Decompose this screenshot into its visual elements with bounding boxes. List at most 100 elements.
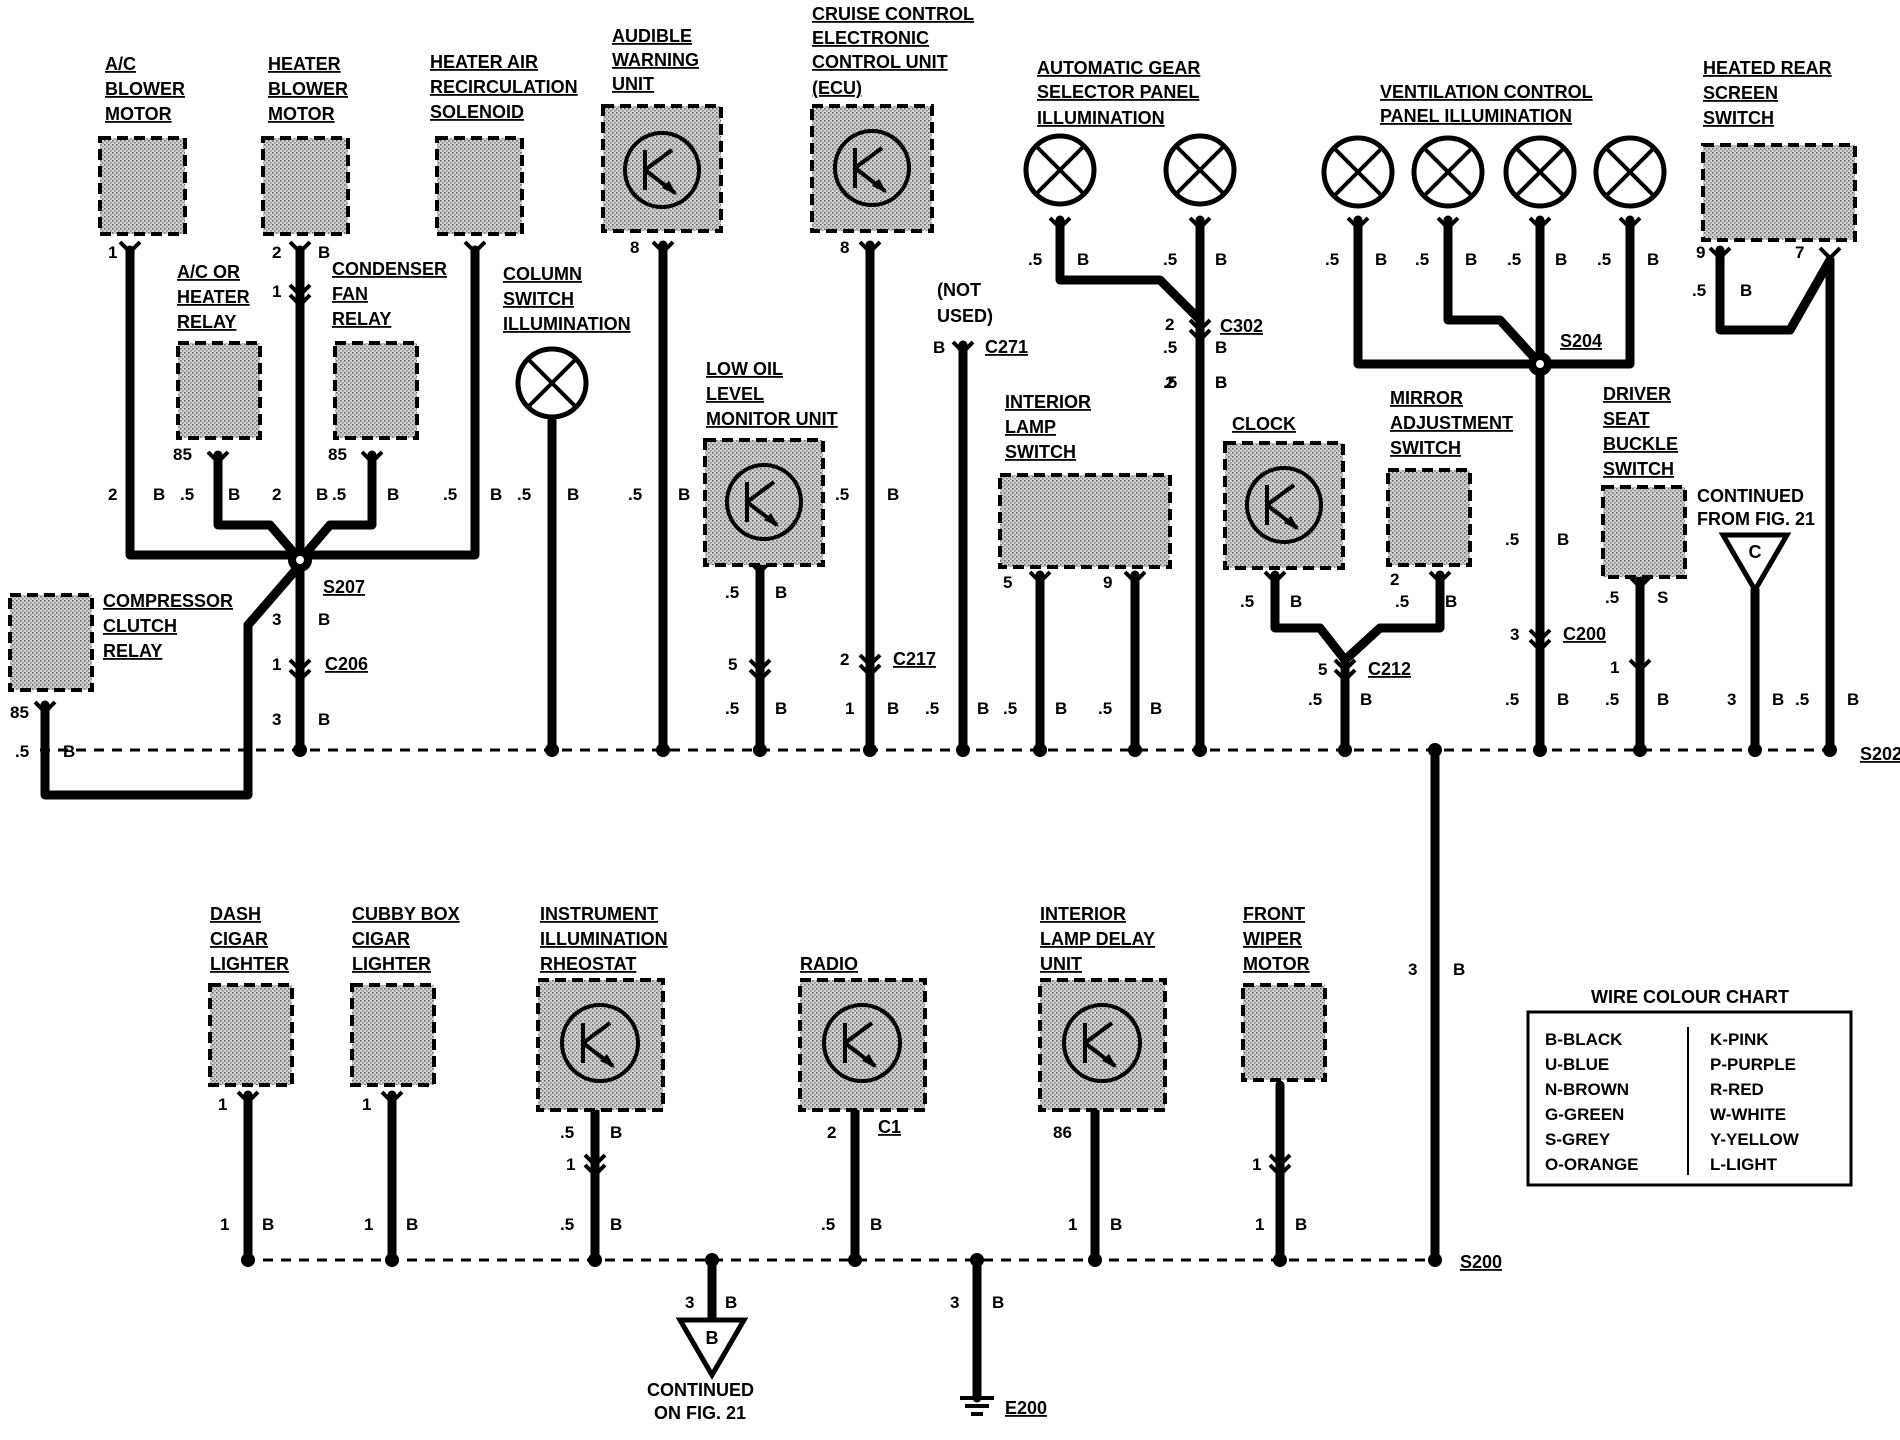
svg-text:.5: .5: [1415, 250, 1429, 269]
radio-box: [798, 978, 927, 1112]
svg-text:.5: .5: [1308, 690, 1322, 709]
svg-text:.5: .5: [15, 742, 29, 761]
svg-text:.5: .5: [1028, 250, 1042, 269]
svg-text:B: B: [1215, 373, 1227, 392]
label-radio: RADIO: [800, 954, 858, 974]
connector-s207: S207: [323, 577, 365, 597]
svg-text:B: B: [610, 1123, 622, 1142]
lamp-icon: [1321, 135, 1395, 209]
continuation-letter-c: C: [1749, 542, 1762, 562]
connector-c200: C200: [1563, 624, 1606, 644]
svg-text:B: B: [490, 485, 502, 504]
radio-transistor-icon: [822, 1003, 902, 1083]
svg-text:B: B: [228, 485, 240, 504]
svg-text:B: B: [1215, 338, 1227, 357]
svg-text:2: 2: [840, 650, 849, 669]
svg-text:85: 85: [10, 703, 29, 722]
svg-text:B: B: [1110, 1215, 1122, 1234]
svg-text:3: 3: [1510, 625, 1519, 644]
svg-text:B: B: [567, 485, 579, 504]
svg-text:.5: .5: [1163, 338, 1177, 357]
svg-text:9: 9: [1103, 573, 1112, 592]
clock-box: [1223, 441, 1345, 570]
svg-text:3: 3: [685, 1293, 694, 1312]
svg-text:B: B: [153, 485, 165, 504]
connector-c206: C206: [325, 654, 368, 674]
audible-transistor-icon: [623, 131, 701, 209]
svg-text:.5: .5: [1597, 250, 1611, 269]
connector-s204: S204: [1560, 331, 1602, 351]
svg-text:5: 5: [1003, 573, 1012, 592]
svg-text:1: 1: [1610, 658, 1619, 677]
svg-text:B: B: [1290, 592, 1302, 611]
legend-entry: U-BLUE: [1545, 1055, 1609, 1074]
connector-c212: C212: [1368, 659, 1411, 679]
svg-text:2: 2: [1390, 570, 1399, 589]
svg-text:B: B: [725, 1293, 737, 1312]
svg-text:B: B: [1465, 250, 1477, 269]
recirc-solenoid-box: [435, 136, 524, 236]
continuation-triangle-c: [1718, 532, 1792, 595]
svg-text:B: B: [1215, 250, 1227, 269]
svg-text:B: B: [1055, 699, 1067, 718]
svg-text:2: 2: [272, 243, 281, 262]
svg-text:.5: .5: [1163, 250, 1177, 269]
svg-text:B: B: [992, 1293, 1004, 1312]
svg-text:.5: .5: [925, 699, 939, 718]
lamp-icon: [1503, 135, 1577, 209]
low-oil-monitor-box: [703, 438, 825, 567]
continuation-letter-b: B: [706, 1328, 719, 1348]
legend-entry: R-RED: [1710, 1080, 1764, 1099]
interior-lamp-switch-box: [998, 473, 1172, 569]
svg-text:B: B: [63, 742, 75, 761]
legend-entry: L-LIGHT: [1710, 1155, 1778, 1174]
svg-text:.5: .5: [1507, 250, 1521, 269]
lamp-icon: [515, 346, 589, 420]
connector-c1: C1: [878, 1117, 901, 1137]
svg-text:3: 3: [950, 1293, 959, 1312]
svg-text:1: 1: [272, 655, 281, 674]
svg-text:9: 9: [1696, 243, 1705, 262]
svg-text:.5: .5: [1003, 699, 1017, 718]
svg-text:1: 1: [220, 1215, 229, 1234]
cruise-ecu-box: [810, 104, 934, 233]
svg-text:B: B: [775, 583, 787, 602]
svg-text:3: 3: [272, 710, 281, 729]
svg-text:B: B: [933, 338, 945, 357]
dash-cigar-lighter-box: [208, 983, 294, 1087]
svg-text:.5: .5: [332, 485, 346, 504]
wire-labels: 1 2 B 1 8 8 .5 B .5 B .5 B .5 B .5 B .5 …: [10, 238, 1859, 1312]
svg-text:B: B: [1847, 690, 1859, 709]
svg-text:B: B: [887, 485, 899, 504]
svg-text:.5: .5: [1505, 530, 1519, 549]
svg-text:.5: .5: [628, 485, 642, 504]
svg-text:1: 1: [364, 1215, 373, 1234]
connector-s200: S200: [1460, 1252, 1502, 1272]
legend-entry: Y-YELLOW: [1710, 1130, 1800, 1149]
legend-entry: S-GREY: [1545, 1130, 1611, 1149]
svg-text:8: 8: [630, 238, 639, 257]
svg-text:.5: .5: [560, 1215, 574, 1234]
svg-text:B: B: [1555, 250, 1567, 269]
lamp-icon: [1411, 135, 1485, 209]
svg-text:.5: .5: [1505, 690, 1519, 709]
svg-text:1: 1: [218, 1095, 227, 1114]
driver-seat-buckle-switch-box: [1601, 485, 1687, 579]
svg-text:.5: .5: [725, 699, 739, 718]
svg-text:.5: .5: [1395, 592, 1409, 611]
